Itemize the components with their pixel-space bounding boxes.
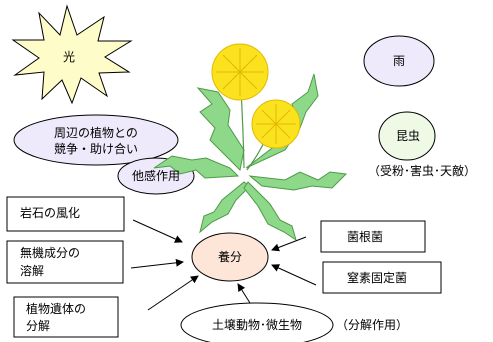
- soil-organisms-label: 土壌動物･微生物: [211, 318, 302, 332]
- arrow-rock-weathering: [132, 219, 183, 243]
- mycorrhiza-label: 菌根菌: [347, 230, 384, 244]
- soil-organisms-ellipse: [180, 302, 334, 342]
- competition-label-line2: 競争・助け合い: [53, 142, 138, 156]
- rock-weathering-label: 岩石の風化: [20, 206, 81, 220]
- rain-label: 雨: [392, 54, 405, 68]
- mycorrhiza-box: [320, 220, 426, 253]
- nitrogen-fixers-label: 窒素固定菌: [347, 271, 408, 285]
- plant-remains-label-line1: 植物遺体の: [26, 302, 87, 316]
- mineral-dissolution-label-line1: 無機成分の: [20, 246, 81, 260]
- allelopathy-label: 他感作用: [131, 169, 180, 183]
- insects-note-label: （受粉･害虫･天敵）: [368, 164, 477, 178]
- rock-weathering-box: [6, 196, 125, 232]
- mineral-dissolution-label-line2: 溶解: [20, 264, 45, 278]
- arrow-soil-organisms: [237, 283, 251, 304]
- decomposition-label: （分解作用）: [336, 318, 409, 332]
- insects-label: 昆虫: [395, 129, 420, 143]
- rain-ellipse: [363, 35, 435, 87]
- arrow-mycorrhiza: [271, 236, 307, 252]
- competition-ellipse: [13, 114, 179, 166]
- plant-remains-box: [13, 296, 119, 338]
- competition-label-line1: 周辺の植物との: [54, 126, 138, 140]
- arrow-nitrogen-fixers: [271, 264, 317, 286]
- sun-label: 光: [62, 50, 75, 64]
- arrow-mineral-dissolution: [130, 258, 184, 269]
- arrow-plant-remains: [147, 275, 199, 311]
- nutrients-ellipse: [191, 232, 269, 282]
- sun-burst-shape: [11, 4, 133, 105]
- dandelion-plant-illustration: [153, 43, 348, 242]
- nutrients-label: 養分: [217, 250, 242, 264]
- nitrogen-fixers-box: [322, 261, 442, 294]
- insects-ellipse: [378, 111, 436, 161]
- mineral-dissolution-box: [6, 240, 124, 284]
- plant-remains-label-line2: 分解: [26, 319, 51, 333]
